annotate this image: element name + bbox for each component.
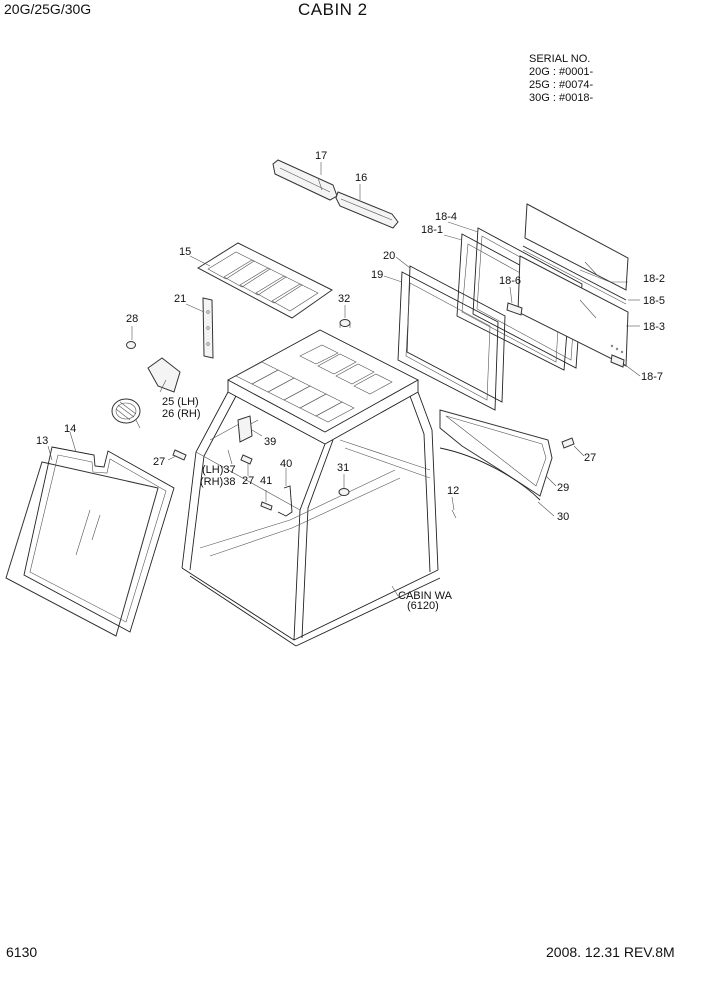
callout-21: 21	[174, 293, 186, 305]
callout-27-mid: 27	[242, 475, 254, 487]
callout-30: 30	[557, 511, 569, 523]
callout-cabin-wa-ref: (6120)	[407, 600, 439, 612]
part-15-headliner	[197, 242, 333, 319]
callout-39: 39	[264, 436, 276, 448]
part-27-bolt-left	[172, 449, 187, 461]
page-number: 6130	[6, 944, 38, 960]
part-14-glass-seal	[23, 446, 175, 633]
callout-27-right: 27	[584, 452, 596, 464]
part-29-side-panel	[439, 409, 553, 497]
part-18-7-latch	[610, 354, 625, 368]
part-18-3-glass	[517, 255, 629, 367]
serial-line: 25G : #0074-	[529, 79, 594, 91]
callout-13: 13	[36, 435, 48, 447]
part-39-bracket	[237, 415, 253, 443]
part-20-frame	[406, 265, 506, 403]
callout-12: 12	[447, 485, 459, 497]
cabin-frame	[181, 329, 441, 647]
serial-heading: SERIAL NO.	[529, 53, 591, 65]
callout-16: 16	[355, 172, 367, 184]
part-17-bracket	[272, 159, 338, 201]
part-16-bracket	[335, 191, 399, 229]
callout-18-2: 18-2	[643, 273, 665, 285]
callout-cabin-wa: CABIN WA	[398, 590, 453, 602]
model-label: 20G/25G/30G	[4, 1, 92, 17]
serial-number-block: SERIAL NO. 20G : #0001- 25G : #0074- 30G…	[529, 53, 593, 105]
part-31-grommet	[338, 488, 350, 496]
callout-18-3: 18-3	[643, 321, 665, 333]
part-30-seal	[439, 447, 541, 501]
callout-14: 14	[64, 423, 76, 435]
page-title: CABIN 2	[298, 0, 368, 19]
part-13-side-glass	[5, 461, 159, 637]
callout-38: (RH)38	[200, 476, 235, 488]
callout-20: 20	[383, 250, 395, 262]
callout-15: 15	[179, 246, 191, 258]
callout-19: 19	[371, 269, 383, 281]
serial-line: 20G : #0001-	[529, 66, 594, 78]
part-32-nut	[339, 319, 351, 328]
callout-25: 25 (LH)	[162, 396, 199, 408]
callout-18-4: 18-4	[435, 211, 457, 223]
callout-31: 31	[337, 462, 349, 474]
part-21-strip	[202, 297, 214, 359]
revision-label: 2008. 12.31 REV.8M	[546, 944, 675, 960]
part-18-2-glass	[524, 203, 629, 291]
callout-27-left: 27	[153, 456, 165, 468]
callout-18-6: 18-6	[499, 275, 521, 287]
part-18-5-seal-strip	[522, 245, 627, 305]
leader-lines	[47, 162, 641, 597]
callout-40: 40	[280, 458, 292, 470]
callout-18-7: 18-7	[641, 371, 663, 383]
callout-28: 28	[126, 313, 138, 325]
callout-29: 29	[557, 482, 569, 494]
part-19-frame	[397, 271, 499, 411]
callout-18-1: 18-1	[421, 224, 443, 236]
part-27-bolt-mid	[240, 454, 253, 465]
part-40-handle	[277, 485, 293, 517]
callout-37: (LH)37	[202, 464, 236, 476]
part-18-6-latch	[506, 302, 523, 316]
part-27-bolt-right	[561, 437, 575, 449]
part-28-grommet	[126, 341, 136, 349]
callout-17: 17	[315, 150, 327, 162]
part-25-26-lamp	[111, 357, 181, 429]
callout-26: 26 (RH)	[162, 408, 201, 420]
callout-32: 32	[338, 293, 350, 305]
serial-line: 30G : #0018-	[529, 92, 594, 104]
part-12-pin	[451, 509, 457, 519]
callout-18-5: 18-5	[643, 295, 665, 307]
callout-41: 41	[260, 475, 272, 487]
callout-labels: 17 16 18-4 18-1 15 20 19 18-6 18-2 18-5 …	[36, 150, 665, 612]
part-41-bolt	[260, 501, 273, 511]
